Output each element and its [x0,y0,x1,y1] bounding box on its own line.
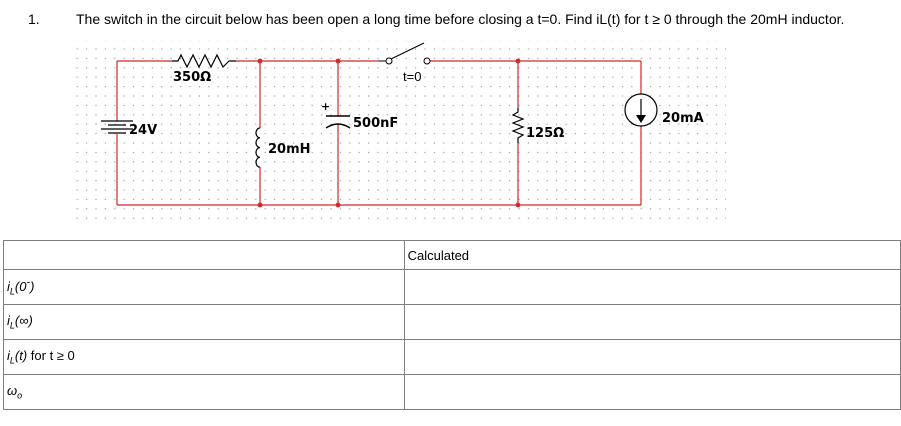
table-header-calculated: Calculated [403,240,901,270]
answer-cell-ilt[interactable] [403,339,901,375]
capacitor-symbol [325,115,351,129]
table-row: iL(t) for t ≥ 0 [3,339,901,375]
inductor-label: 20mH [268,142,311,157]
row-label-il-inf: iL(∞) [3,304,405,340]
question-number: 1. [28,11,40,27]
row-label-ilt: iL(t) for t ≥ 0 [3,339,405,375]
answer-cell-il0[interactable] [403,269,901,305]
answer-table: Calculated iL(0-) iL(∞) iL(t) for t ≥ 0 … [3,240,901,410]
capacitor-polarity: + [321,100,330,113]
table-row: iL(∞) [3,304,901,340]
resistor-125-label: 125Ω [526,126,564,141]
battery-symbol [101,120,133,134]
inductor-symbol [255,127,261,168]
current-source-label: 20mA [662,111,704,126]
current-source-symbol [624,93,658,127]
capacitor-label: 500nF [353,116,398,131]
row-label-omega: ωo [3,374,405,410]
source-voltage-label: 24V [129,123,157,138]
grid-background [74,40,726,222]
switch-label: t=0 [403,69,421,84]
table-header-empty [3,240,405,270]
resistor-350-label: 350Ω [173,70,211,85]
circuit-nodes [257,58,521,208]
switch-symbol [378,42,431,65]
row-label-il0: iL(0-) [3,269,405,305]
question-text: The switch in the circuit below has been… [76,11,845,27]
table-row: iL(0-) [3,269,901,305]
answer-cell-omega[interactable] [403,374,901,410]
resistor-350-symbol [172,53,236,69]
table-row: ωo [3,374,901,410]
circuit-wires [116,60,642,206]
circuit-diagram: 24V 350Ω 20mH + 500nF t=0 125Ω 20mA [74,40,726,222]
resistor-125-symbol [511,108,525,143]
answer-cell-il-inf[interactable] [403,304,901,340]
